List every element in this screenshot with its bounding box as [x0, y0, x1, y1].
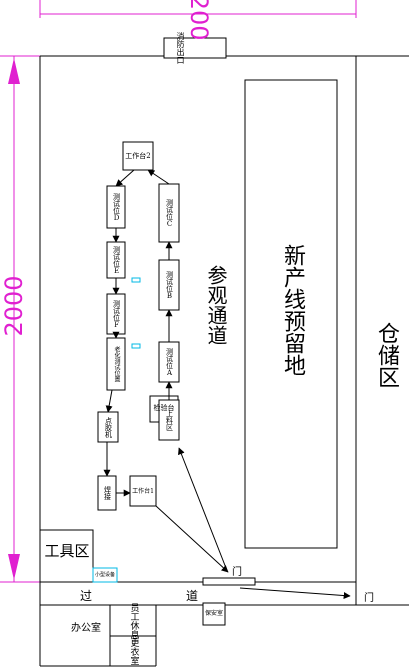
loading-label: 上料区	[165, 409, 174, 431]
corridor-label-2: 道	[185, 589, 198, 603]
aging-label: 老化测试位置	[113, 346, 120, 382]
fire-exit-label: 消防出口	[176, 32, 185, 64]
tool-area-label: 工具区	[44, 541, 90, 560]
test-f-label: 测试位F	[112, 299, 121, 329]
cyan-marker-2	[131, 343, 141, 349]
workstation-1-label: 工作台1	[132, 488, 154, 495]
station-boxes	[97, 141, 180, 511]
dispensing-label: 点胶机	[104, 416, 113, 438]
door-box-1	[202, 577, 256, 586]
tool-area-box	[39, 529, 94, 583]
test-c-label: 测试位C	[165, 198, 174, 228]
test-d-label: 测试位D	[112, 192, 121, 222]
height-dimension-label: 2000	[0, 275, 28, 337]
inspection-label: 检验台	[153, 403, 175, 412]
dimension-arrows	[8, 58, 20, 580]
changing-room-label: 更衣室	[128, 637, 139, 665]
workstation-2-label: 工作台2	[125, 151, 151, 160]
office-partitions	[109, 605, 157, 666]
security-box	[202, 602, 226, 626]
door-label-1: 门	[232, 567, 242, 578]
welding-label: 焊接	[103, 486, 112, 500]
cyan-marker-1	[131, 277, 141, 283]
flow-arrows	[103, 169, 351, 600]
door-label-2: 门	[364, 593, 374, 604]
fire-exit-box	[163, 37, 227, 59]
security-label: 保安室	[204, 610, 223, 617]
test-e-label: 测试位E	[112, 245, 121, 275]
test-a-label: 测试位A	[165, 347, 174, 377]
small-device-box	[92, 567, 118, 583]
new-line-reserve-box	[244, 79, 338, 549]
visit-channel-label: 参观通道	[204, 265, 228, 345]
dimension-lines	[0, 0, 357, 583]
staff-rest-label: 员工休息	[128, 603, 139, 639]
warehouse-label: 仓储区	[374, 322, 399, 388]
test-b-label: 测试位B	[165, 270, 174, 300]
new-line-reserve-label: 新产线预留地	[280, 244, 305, 376]
corridor-label-1: 过	[79, 589, 92, 603]
office-label: 办公室	[71, 623, 101, 634]
small-device-label: 小型设备	[94, 571, 115, 578]
